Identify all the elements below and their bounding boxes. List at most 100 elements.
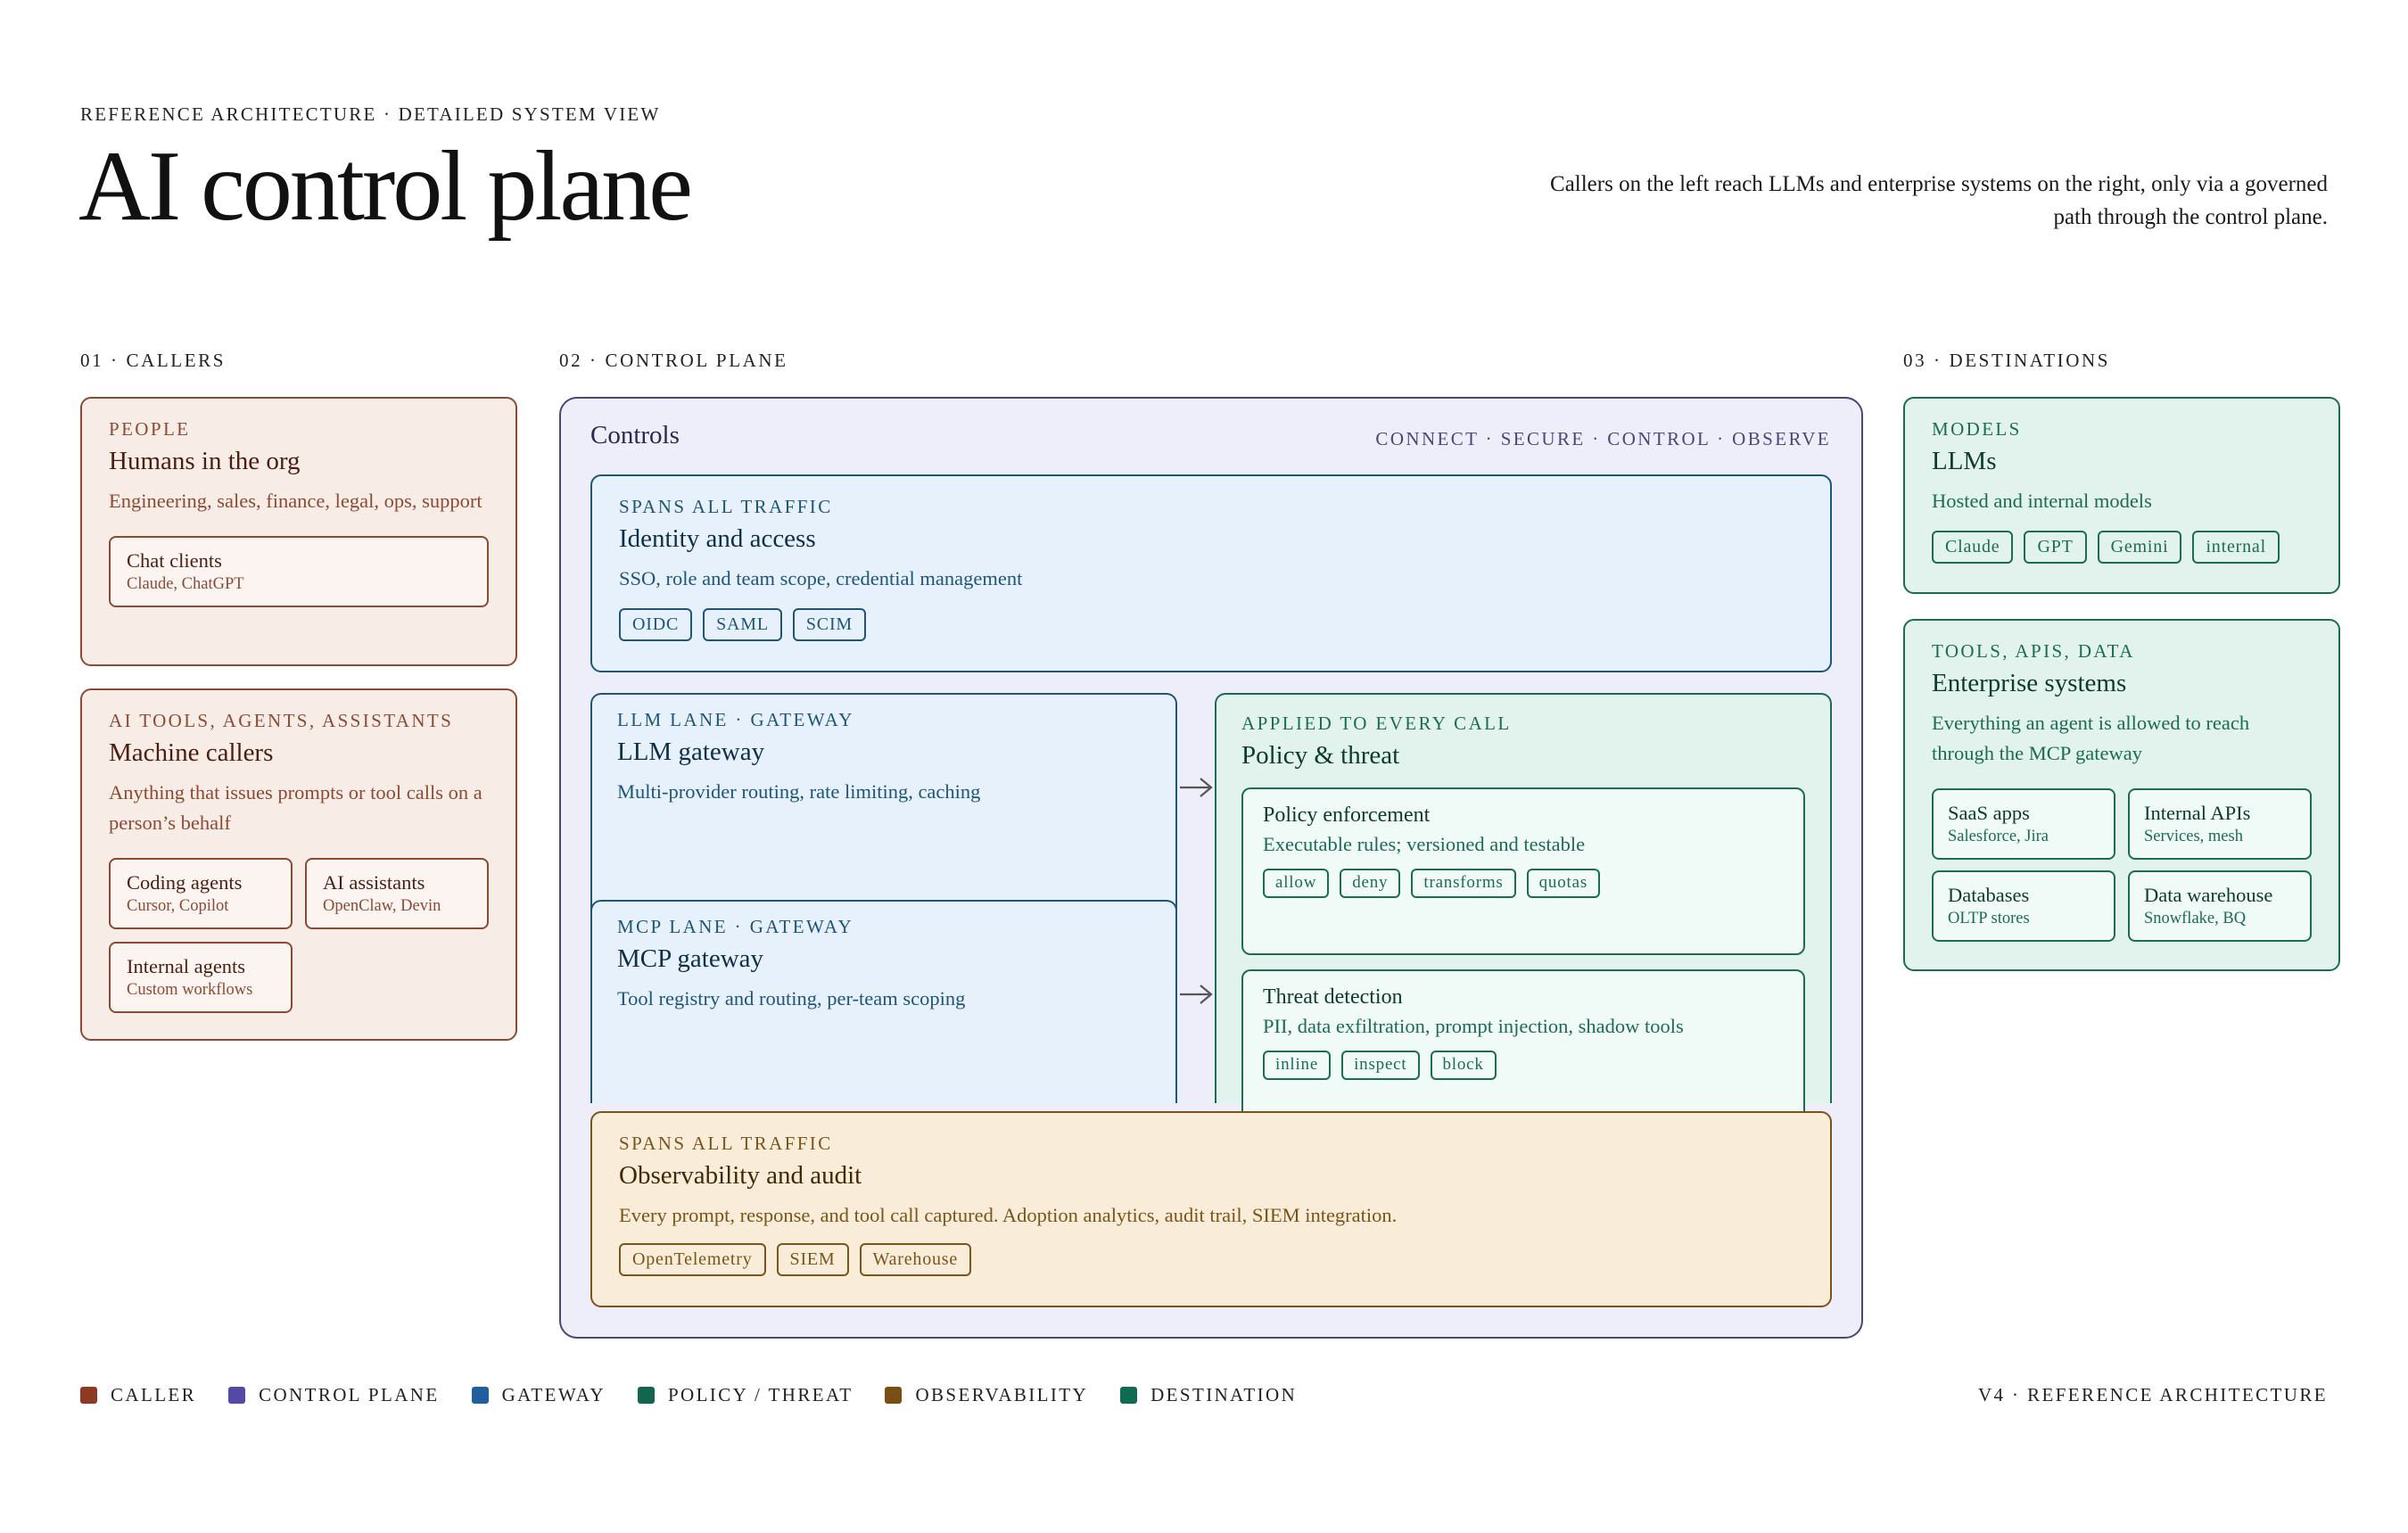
enterprise-systems-grid: SaaS apps Salesforce, Jira Internal APIs… [1932, 787, 2312, 943]
tag-opentelemetry[interactable]: OpenTelemetry [619, 1242, 766, 1276]
observability-desc: Every prompt, response, and tool call ca… [619, 1203, 1398, 1226]
tag-transforms[interactable]: transforms [1411, 868, 1516, 898]
people-desc: Engineering, sales, finance, legal, ops,… [109, 489, 482, 512]
tag-internal[interactable]: internal [2192, 530, 2280, 564]
identity-desc: SSO, role and team scope, credential man… [619, 566, 1023, 589]
llms-tags: Claude GPT Gemini internal [1932, 530, 2312, 564]
legend-label: POLICY / THREAT [667, 1384, 854, 1405]
page-title: AI control plane [78, 131, 693, 242]
legend-swatch [80, 1387, 97, 1404]
llm-gateway-title: LLM gateway [617, 738, 765, 766]
header-eyebrow: REFERENCE ARCHITECTURE · DETAILED SYSTEM… [80, 103, 661, 125]
coding-agents-box[interactable]: Coding agents Cursor, Copilot [109, 857, 293, 929]
llms-title: LLMs [1932, 447, 1997, 475]
threat-detection-box[interactable]: Threat detection PII, data exfiltration,… [1241, 968, 1805, 1137]
ai-assistants-box[interactable]: AI assistants OpenClaw, Devin [305, 857, 489, 929]
observability-title: Observability and audit [619, 1161, 862, 1190]
identity-access-card: SPANS ALL TRAFFIC Identity and access SS… [590, 474, 1832, 672]
saas-apps-box[interactable]: SaaS apps Salesforce, Jira [1932, 787, 2115, 860]
arrow-right-icon [1180, 778, 1213, 797]
chat-clients-title: Chat clients [127, 548, 222, 572]
chat-clients-box[interactable]: Chat clients Claude, ChatGPT [109, 535, 489, 607]
identity-eyebrow: SPANS ALL TRAFFIC [619, 496, 833, 517]
tag-quotas[interactable]: quotas [1526, 868, 1601, 898]
policy-title: Policy & threat [1241, 741, 1400, 770]
legend-item-control-plane: CONTROL PLANE [228, 1384, 440, 1406]
ai-assistants-title: AI assistants [323, 870, 425, 894]
footer-version: V4 · REFERENCE ARCHITECTURE [1977, 1384, 2328, 1405]
identity-title: Identity and access [619, 524, 816, 553]
mcp-gateway-title: MCP gateway [617, 944, 764, 973]
data-warehouse-box[interactable]: Data warehouse Snowflake, BQ [2128, 870, 2312, 943]
enterprise-desc: Everything an agent is allowed to reach … [1932, 711, 2250, 764]
legend-swatch [637, 1387, 655, 1404]
tag-oidc[interactable]: OIDC [619, 607, 693, 641]
legend: CALLER CONTROL PLANE GATEWAY POLICY / TH… [80, 1384, 1329, 1406]
tag-deny[interactable]: deny [1340, 868, 1401, 898]
tag-inspect[interactable]: inspect [1341, 1050, 1420, 1080]
identity-tags: OIDC SAML SCIM [619, 607, 1803, 641]
llms-card: MODELS LLMs Hosted and internal models C… [1903, 397, 2340, 594]
policy-threat-card: APPLIED TO EVERY CALL Policy & threat Po… [1215, 693, 1832, 1137]
header-tagline: Callers on the left reach LLMs and enter… [1550, 172, 2328, 229]
internal-apis-desc: Services, mesh [2144, 827, 2243, 845]
internal-apis-title: Internal APIs [2144, 801, 2251, 824]
tag-allow[interactable]: allow [1263, 868, 1330, 898]
coding-agents-desc: Cursor, Copilot [127, 896, 229, 915]
machine-callers-desc: Anything that issues prompts or tool cal… [109, 780, 482, 834]
data-warehouse-desc: Snowflake, BQ [2144, 909, 2247, 927]
tag-warehouse[interactable]: Warehouse [859, 1242, 972, 1276]
legend-item-gateway: GATEWAY [471, 1384, 606, 1406]
policy-enforcement-desc: Executable rules; versioned and testable [1263, 832, 1586, 855]
policy-enforcement-box[interactable]: Policy enforcement Executable rules; ver… [1241, 787, 1805, 955]
observability-tags: OpenTelemetry SIEM Warehouse [619, 1242, 1803, 1276]
legend-swatch [1120, 1387, 1138, 1404]
tag-inline[interactable]: inline [1263, 1050, 1332, 1080]
legend-label: DESTINATION [1150, 1384, 1298, 1405]
llms-desc: Hosted and internal models [1932, 489, 2152, 512]
machine-callers-title: Machine callers [109, 738, 274, 767]
ai-assistants-desc: OpenClaw, Devin [323, 896, 441, 915]
column-label-control-plane: 02 · CONTROL PLANE [559, 350, 788, 371]
databases-box[interactable]: Databases OLTP stores [1932, 870, 2115, 943]
tag-gemini[interactable]: Gemini [2097, 530, 2182, 564]
tag-siem[interactable]: SIEM [776, 1242, 849, 1276]
legend-swatch [228, 1387, 246, 1404]
tag-claude[interactable]: Claude [1932, 530, 2014, 564]
tag-scim[interactable]: SCIM [792, 607, 866, 641]
llm-lane-eyebrow: LLM LANE · GATEWAY [617, 709, 854, 730]
internal-apis-box[interactable]: Internal APIs Services, mesh [2128, 787, 2312, 860]
policy-enforcement-title: Policy enforcement [1263, 803, 1431, 827]
people-card: PEOPLE Humans in the org Engineering, sa… [80, 397, 517, 666]
tag-saml[interactable]: SAML [703, 607, 782, 641]
enterprise-eyebrow: TOOLS, APIS, DATA [1932, 640, 2135, 662]
internal-agents-desc: Custom workflows [127, 980, 253, 999]
saas-apps-desc: Salesforce, Jira [1948, 827, 2049, 845]
policy-eyebrow: APPLIED TO EVERY CALL [1241, 713, 1512, 734]
internal-agents-title: Internal agents [127, 954, 246, 977]
databases-title: Databases [1948, 883, 2030, 906]
coding-agents-title: Coding agents [127, 870, 243, 894]
column-label-destinations: 03 · DESTINATIONS [1903, 350, 2111, 371]
enterprise-title: Enterprise systems [1932, 669, 2127, 697]
threat-detection-title: Threat detection [1263, 985, 1403, 1009]
arrow-right-icon [1180, 985, 1213, 1004]
threat-detection-tags: inline inspect block [1263, 1050, 1784, 1080]
enterprise-systems-card: TOOLS, APIS, DATA Enterprise systems Eve… [1903, 619, 2340, 971]
policy-enforcement-tags: allow deny transforms quotas [1263, 868, 1784, 898]
tag-block[interactable]: block [1430, 1050, 1497, 1080]
legend-label: OBSERVABILITY [915, 1384, 1089, 1405]
control-plane-title: Controls [590, 421, 680, 449]
tag-gpt[interactable]: GPT [2024, 530, 2087, 564]
legend-label: GATEWAY [501, 1384, 606, 1405]
observability-card: SPANS ALL TRAFFIC Observability and audi… [590, 1111, 1832, 1307]
internal-agents-box[interactable]: Internal agents Custom workflows [109, 941, 293, 1014]
column-label-callers: 01 · CALLERS [80, 350, 227, 371]
people-eyebrow: PEOPLE [109, 418, 191, 440]
legend-item-caller: CALLER [80, 1384, 196, 1406]
databases-desc: OLTP stores [1948, 909, 2030, 927]
observability-eyebrow: SPANS ALL TRAFFIC [619, 1133, 833, 1154]
llm-gateway-desc: Multi-provider routing, rate limiting, c… [617, 779, 981, 803]
mcp-lane-eyebrow: MCP LANE · GATEWAY [617, 916, 854, 937]
machine-callers-eyebrow: AI TOOLS, AGENTS, ASSISTANTS [109, 710, 454, 731]
